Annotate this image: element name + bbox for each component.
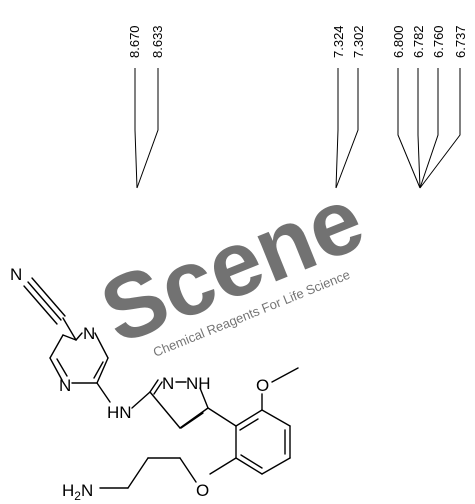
watermark: Scene Chemical Reagents For Life Science bbox=[87, 167, 377, 363]
watermark-brand: Scene bbox=[87, 167, 377, 363]
peak-connector bbox=[417, 68, 421, 189]
chemical-structure: N N N HN N NH O O H2N bbox=[10, 265, 299, 503]
peak-connector bbox=[397, 68, 421, 189]
bond bbox=[131, 391, 151, 409]
bond bbox=[271, 367, 299, 383]
bond bbox=[261, 457, 291, 475]
bond bbox=[235, 457, 263, 475]
atom-label: H2N bbox=[62, 481, 93, 503]
bond bbox=[180, 412, 204, 429]
bond bbox=[199, 387, 209, 409]
atom-label: O bbox=[256, 376, 269, 395]
peak-connector bbox=[134, 68, 138, 189]
peak-label: 6.800 bbox=[391, 25, 406, 58]
bond bbox=[153, 381, 163, 395]
bond bbox=[127, 457, 149, 489]
bond bbox=[179, 457, 197, 483]
peak-label: 8.633 bbox=[150, 25, 165, 58]
atom-label: O bbox=[196, 481, 209, 500]
peak-connector bbox=[136, 68, 159, 189]
peak-label: 6.760 bbox=[431, 25, 446, 58]
bond bbox=[94, 332, 109, 359]
bond bbox=[27, 281, 62, 321]
peak-connector bbox=[335, 68, 339, 189]
atom-label: N bbox=[10, 265, 22, 284]
peak-label: 7.302 bbox=[351, 25, 366, 58]
peak-label: 6.737 bbox=[453, 25, 468, 58]
bond bbox=[62, 334, 77, 341]
bond bbox=[31, 277, 66, 317]
bond bbox=[96, 357, 109, 384]
bond bbox=[235, 409, 263, 427]
bond bbox=[209, 457, 237, 475]
bond bbox=[62, 317, 77, 341]
bond bbox=[240, 454, 263, 469]
peak-label: 8.670 bbox=[127, 25, 142, 58]
bond bbox=[49, 357, 63, 381]
bond bbox=[149, 379, 159, 393]
bond bbox=[239, 418, 259, 431]
atom-label: N bbox=[162, 374, 174, 393]
atom-label: HN bbox=[107, 403, 132, 422]
bond bbox=[93, 361, 104, 379]
peak-label: 7.324 bbox=[331, 25, 346, 58]
bond bbox=[56, 358, 68, 377]
peak-connector bbox=[335, 68, 359, 189]
bond bbox=[149, 391, 181, 429]
peak-connector bbox=[419, 68, 461, 189]
atom-label: N bbox=[83, 324, 95, 343]
bond bbox=[96, 382, 111, 403]
bond bbox=[207, 407, 237, 427]
bond bbox=[23, 285, 58, 325]
peak-label: 6.782 bbox=[411, 25, 426, 58]
bond bbox=[261, 409, 291, 427]
atom-label: N bbox=[59, 376, 71, 395]
peak-connectors bbox=[134, 68, 461, 189]
peak-labels: 8.670 8.633 7.324 7.302 6.800 6.782 6.76… bbox=[127, 25, 468, 58]
bond bbox=[75, 332, 83, 341]
peak-connector bbox=[419, 68, 439, 189]
atom-label: NH bbox=[186, 374, 211, 393]
bond bbox=[49, 334, 64, 359]
